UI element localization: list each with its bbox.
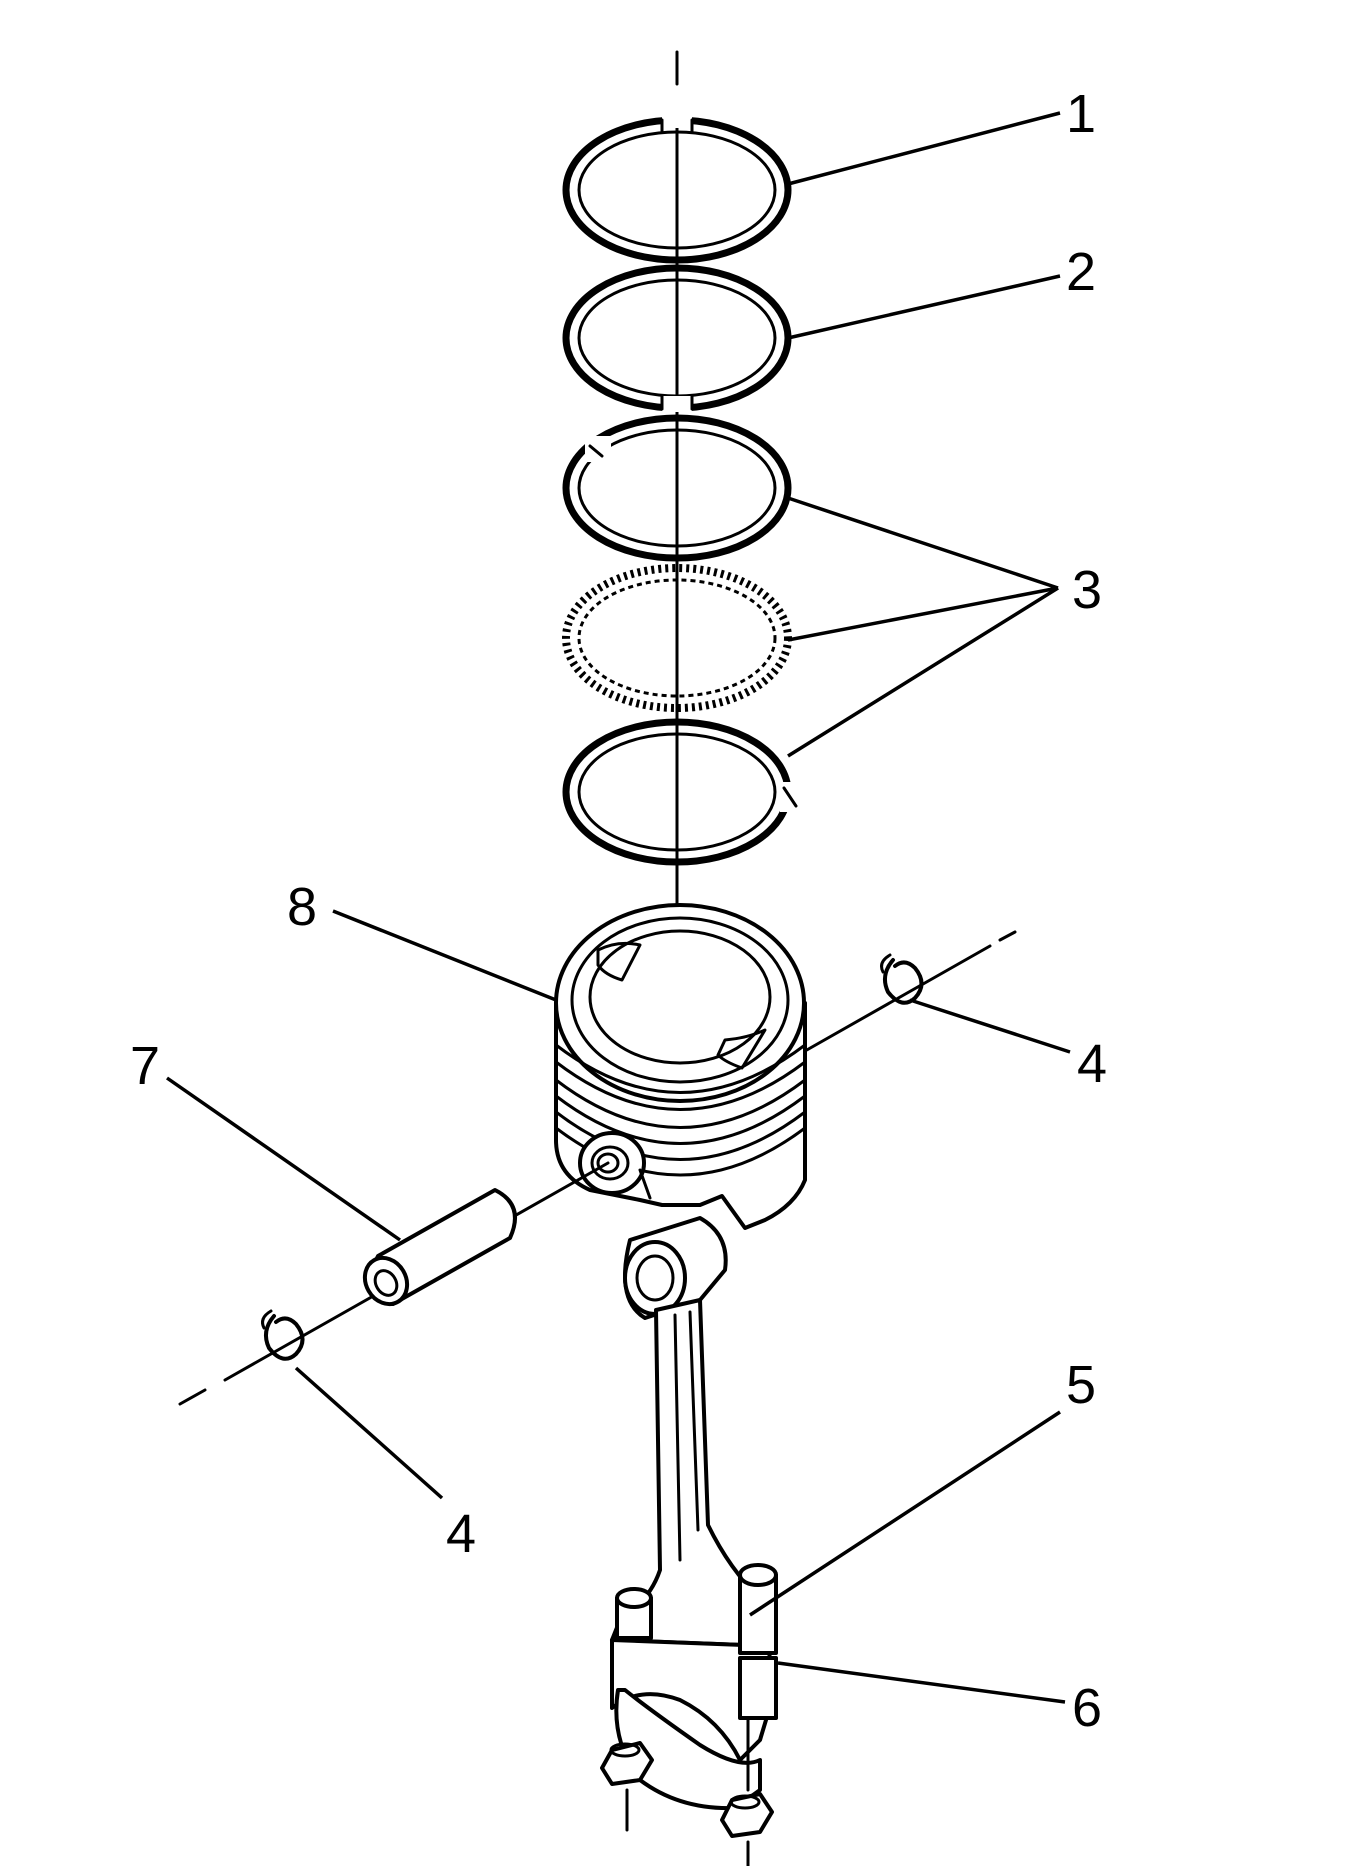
piston-pin	[362, 1188, 517, 1307]
retainer-clip-right	[880, 953, 924, 1005]
callout-3: 3	[1072, 560, 1102, 620]
connecting-rod-nuts	[600, 1716, 774, 1866]
piston	[554, 903, 807, 1230]
callout-6: 6	[1072, 1678, 1102, 1738]
callout-4-right: 4	[1077, 1034, 1107, 1094]
callout-7: 7	[130, 1036, 160, 1096]
callout-8: 8	[287, 877, 317, 937]
callout-4-left: 4	[446, 1504, 476, 1564]
callout-2: 2	[1066, 242, 1096, 302]
oil-ring-lower-rail	[562, 718, 804, 866]
retainer-clip-left	[261, 1309, 305, 1361]
leader-lines	[166, 111, 1071, 1704]
callout-5: 5	[1066, 1355, 1096, 1415]
top-compression-ring	[562, 116, 792, 264]
oil-ring-expander	[562, 564, 792, 712]
oil-ring-upper-rail	[562, 414, 792, 562]
callout-1: 1	[1066, 84, 1096, 144]
connecting-rod	[610, 1216, 778, 1811]
